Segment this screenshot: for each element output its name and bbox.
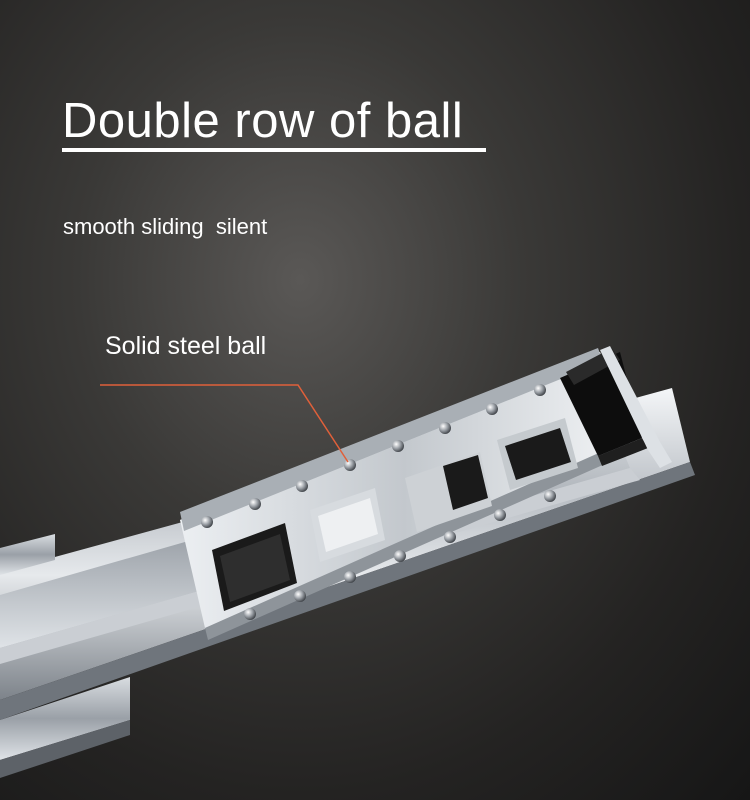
steel-ball [344, 459, 356, 471]
steel-ball [201, 516, 213, 528]
ball-row-bottom [244, 490, 556, 620]
rail-window [497, 418, 578, 490]
callout-label: Solid steel ball [105, 332, 267, 360]
rail-window [310, 488, 385, 562]
steel-ball [344, 571, 356, 583]
steel-ball [544, 490, 556, 502]
steel-ball [444, 531, 456, 543]
rail-end-cap [600, 346, 672, 468]
callout-leader-line [100, 384, 349, 463]
steel-ball [249, 498, 261, 510]
steel-ball [294, 590, 306, 602]
rail-window [405, 452, 492, 532]
steel-ball [494, 509, 506, 521]
headline: Double row of ball [62, 94, 464, 148]
steel-ball [439, 422, 451, 434]
steel-ball [296, 480, 308, 492]
steel-ball [394, 550, 406, 562]
ball-row-top [201, 384, 546, 528]
headline-underline [62, 148, 486, 152]
steel-ball [392, 440, 404, 452]
steel-ball [244, 608, 256, 620]
steel-ball [486, 403, 498, 415]
rail-window [212, 523, 297, 611]
steel-ball [534, 384, 546, 396]
subtitle: smooth sliding silent [63, 214, 268, 239]
ball-cage-top [180, 348, 603, 531]
